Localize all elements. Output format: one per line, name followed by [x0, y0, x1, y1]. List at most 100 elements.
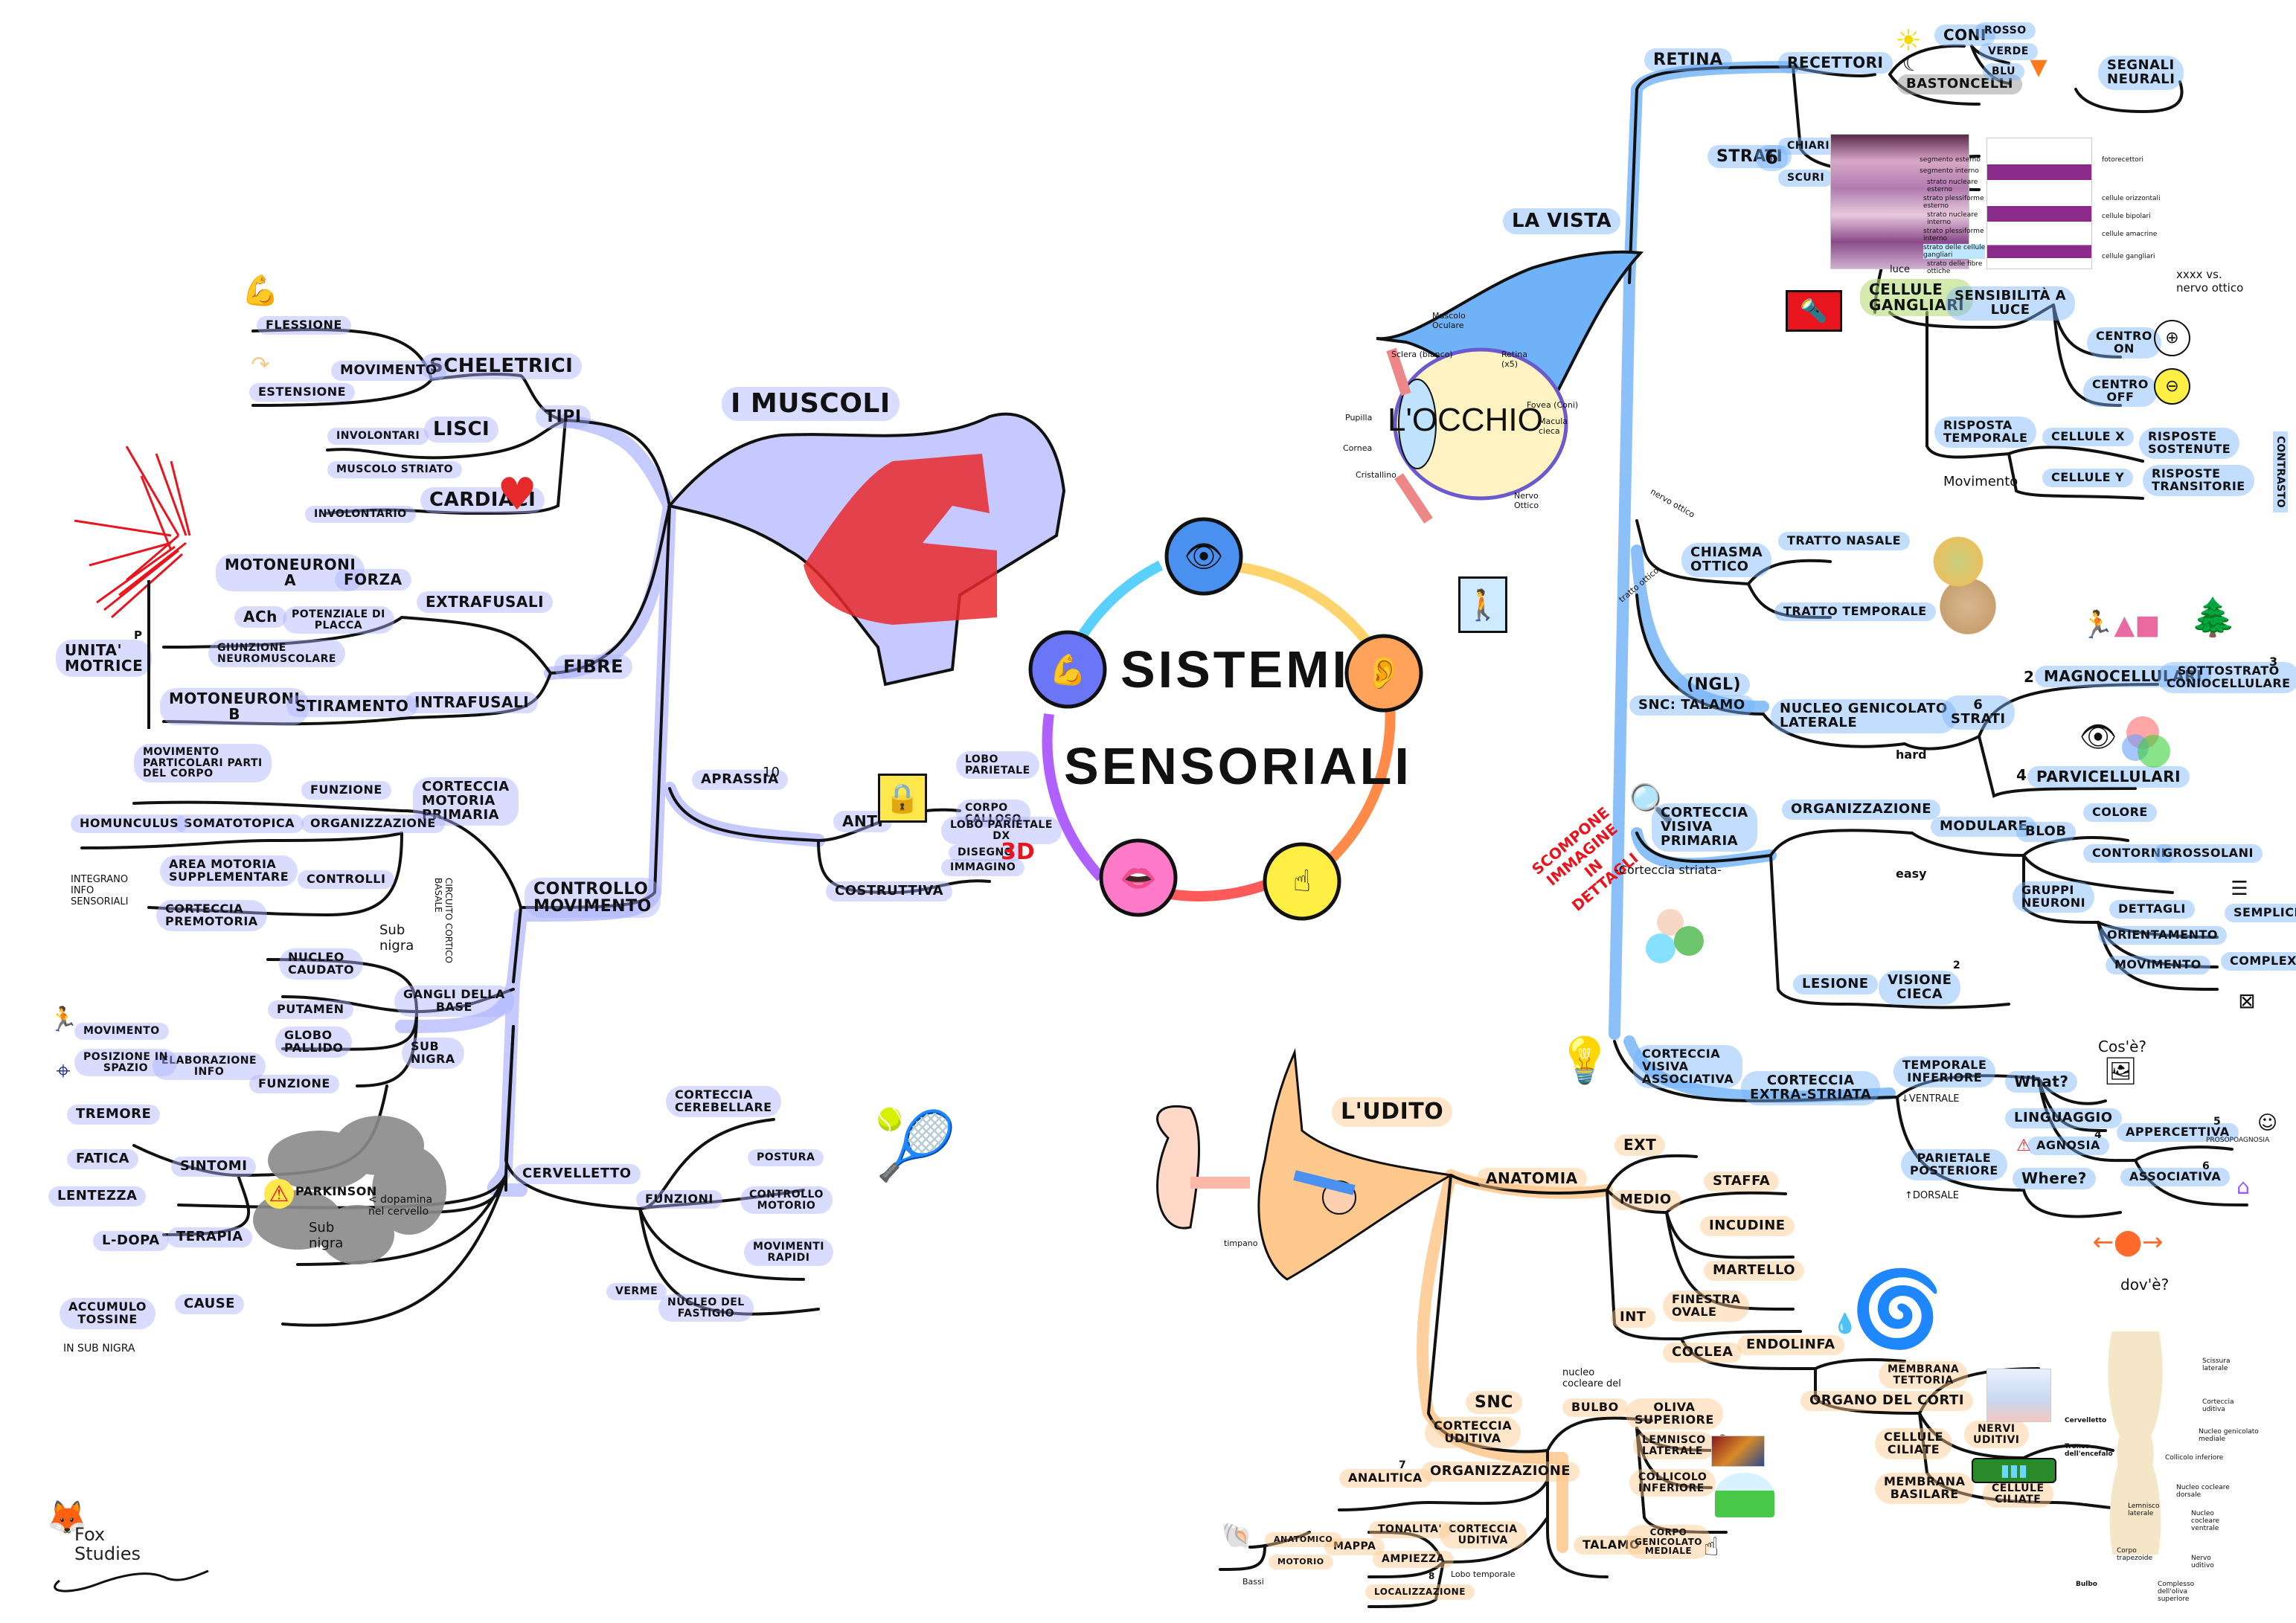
node-cellule-y[interactable]: CELLULE Y: [2042, 469, 2134, 487]
node-oliva-superiore[interactable]: OLIVA SUPERIORE: [1626, 1398, 1723, 1430]
node-homunculus[interactable]: HOMUNCULUS: [71, 814, 188, 833]
node-appercettiva[interactable]: APPERCETTIVA: [2117, 1123, 2239, 1142]
node-corteccia-premotoria[interactable]: CORTECCIA PREMOTORIA: [156, 900, 267, 931]
node-scuri[interactable]: SCURI: [1778, 170, 1834, 187]
node-aprassia[interactable]: APRASSIA: [692, 770, 788, 790]
node-blu[interactable]: BLU: [1983, 63, 2024, 80]
node-colore[interactable]: COLORE: [2083, 803, 2157, 822]
node-postura[interactable]: POSTURA: [748, 1149, 824, 1166]
node-posizione-spazio[interactable]: POSIZIONE in SPAZIO: [74, 1049, 177, 1077]
node-collicolo-inferiore[interactable]: COLLICOLO INFERIORE: [1629, 1469, 1716, 1497]
node-cause[interactable]: CAUSE: [175, 1294, 244, 1314]
node-corteccia-visiva-associativa[interactable]: CORTECCIA VISIVA ASSOCIATIVA: [1633, 1045, 1743, 1089]
node-where[interactable]: Where?: [2013, 1168, 2096, 1189]
node-corteccia-cerebellare[interactable]: CORTECCIA CEREBELLARE: [666, 1086, 781, 1117]
node-corpo-calloso[interactable]: CORPO CALLOSO: [956, 800, 1030, 828]
node-potenziale-placca[interactable]: POTENZIALE di PLACCA: [283, 606, 394, 634]
node-6-strati[interactable]: 6 STRATI: [1942, 695, 2015, 730]
node-rosso[interactable]: ROSSO: [1975, 22, 2036, 39]
node-sintomi[interactable]: SINTOMI: [171, 1157, 257, 1177]
node-magnocellulari[interactable]: MAGNOCELLULARI: [2035, 666, 2211, 687]
node-nucleo-genicolato[interactable]: NUCLEO GENICOLATO LATERALE: [1771, 699, 1957, 733]
node-ext[interactable]: EXT: [1614, 1134, 1666, 1156]
node-ngl[interactable]: (NGL): [1678, 673, 1751, 697]
node-l-dopa[interactable]: L-DOPA: [93, 1231, 169, 1251]
node-lesione[interactable]: LESIONE: [1793, 974, 1878, 994]
node-talamo-udito[interactable]: TALAMO: [1574, 1536, 1649, 1555]
node-endolinfa[interactable]: ENDOLINFA: [1737, 1335, 1844, 1355]
node-grossolani[interactable]: GROSSOLANI: [2154, 844, 2263, 863]
node-corteccia-visiva-primaria[interactable]: CORTECCIA VISIVA PRIMARIA: [1652, 803, 1757, 852]
node-what[interactable]: What?: [2005, 1071, 2078, 1093]
node-elaborazione-info[interactable]: ELABORAZIONE INFO: [153, 1052, 266, 1081]
node-controllo-motorio[interactable]: CONTROLLO MOTORIO: [740, 1186, 833, 1215]
node-nucleo-caudato[interactable]: NUCLEO CAUDATO: [279, 948, 364, 980]
node-analitica[interactable]: ANALITICA: [1339, 1469, 1431, 1488]
node-verde[interactable]: VERDE: [1979, 43, 2038, 60]
node-anatomico[interactable]: ANATOMICO: [1265, 1532, 1342, 1547]
node-temporale-inferiore[interactable]: TEMPORALE INFERIORE: [1893, 1056, 1996, 1087]
node-verme[interactable]: VERME: [606, 1283, 667, 1300]
node-snc-talamo[interactable]: SNC: TALAMO: [1629, 695, 1754, 716]
node-retina[interactable]: RETINA: [1644, 48, 1732, 72]
node-involontario[interactable]: INVOLONTARIO: [305, 506, 416, 523]
node-visione-cieca[interactable]: VISIONE CIECA: [1879, 971, 1961, 1005]
node-risposte-sostenute[interactable]: RISPOSTE SOSTENUTE: [2139, 428, 2240, 459]
node-blob[interactable]: BLOB: [2016, 822, 2076, 842]
node-strati-count[interactable]: 6: [1756, 145, 1788, 172]
node-parvicellulari[interactable]: PARVICELLULARI: [2027, 766, 2190, 788]
node-extra-striata[interactable]: CORTECCIA EXTRA-STRIATA: [1741, 1071, 1881, 1105]
node-controllo-movimento[interactable]: CONTROLLO MOVIMENTO: [525, 878, 661, 919]
node-chiasma-ottico[interactable]: CHIASMA OTTICO: [1681, 543, 1772, 577]
node-controlli[interactable]: CONTROLLI: [298, 870, 395, 889]
node-cellule-x[interactable]: CELLULE X: [2042, 428, 2135, 446]
node-nucleo-fastigio[interactable]: NUCLEO del FASTIGIO: [658, 1294, 754, 1322]
node-fibre[interactable]: FIBRE: [554, 655, 632, 680]
node-tipi[interactable]: TIPI: [536, 405, 591, 429]
node-involontari[interactable]: INVOLONTARI: [327, 428, 429, 445]
node-lobo-parietale[interactable]: LOBO PARIETALE: [956, 751, 1039, 780]
node-lisci[interactable]: LISCI: [424, 417, 499, 443]
node-sottostrato-coniocellulare[interactable]: SOTTOSTRATO CONIOCELLULARE: [2158, 662, 2296, 693]
node-movimento-gangli[interactable]: MOVIMENTO: [74, 1023, 169, 1040]
node-associativa[interactable]: ASSOCIATIVA: [2120, 1168, 2231, 1186]
node-centro-on[interactable]: CENTRO ON: [2087, 327, 2161, 359]
node-int[interactable]: INT: [1611, 1308, 1655, 1328]
node-linguaggio[interactable]: LINGUAGGIO: [2005, 1108, 2122, 1128]
node-extrafusali[interactable]: EXTRAFUSALI: [417, 591, 554, 613]
node-somatotopica[interactable]: SOMATOTOPICA: [175, 814, 304, 833]
node-incudine[interactable]: INCUDINE: [1700, 1216, 1795, 1236]
node-semplici[interactable]: SEMPLICI: [2225, 904, 2296, 922]
node-accumulo-tossine[interactable]: ACCUMULO TOSSINE: [60, 1298, 155, 1329]
node-movimento-visivo[interactable]: MOVIMENTO: [2106, 956, 2210, 974]
node-cellule-gangliari[interactable]: CELLULE GANGLIARI: [1860, 279, 1974, 316]
node-tratto-temporale[interactable]: TRATTO TEMPORALE: [1774, 602, 1936, 621]
node-mappa[interactable]: MAPPA: [1324, 1538, 1385, 1555]
node-muscolo-striato[interactable]: MUSCOLO STRIATO: [327, 461, 463, 478]
node-scheletrici[interactable]: SCHELETRICI: [420, 353, 583, 380]
node-ampiezza[interactable]: AMPIEZZA: [1373, 1551, 1454, 1568]
node-intrafusali[interactable]: INTRAFUSALI: [405, 692, 539, 713]
node-motoneuroni-beta[interactable]: MOTONEURONI β: [160, 688, 310, 725]
node-finestra-ovale[interactable]: FINESTRA OVALE: [1663, 1291, 1750, 1322]
node-chiari[interactable]: CHIARI: [1778, 138, 1839, 155]
node-lobo-parietale-dx[interactable]: LOBO PARIETALE dx: [941, 817, 1062, 845]
node-recettori[interactable]: RECETTORI: [1778, 52, 1893, 74]
node-risposta-temporale[interactable]: RISPOSTA TEMPORALE: [1934, 417, 2037, 448]
node-movimenti-rapidi[interactable]: MOVIMENTI RAPIDI: [744, 1238, 833, 1267]
node-gruppi-neuroni[interactable]: GRUPPI NEURONI: [2013, 881, 2095, 913]
node-medio[interactable]: MEDIO: [1611, 1190, 1681, 1210]
node-forza[interactable]: FORZA: [335, 569, 411, 591]
node-lemnisco-laterale[interactable]: LEMNISCO LATERALE: [1633, 1432, 1715, 1460]
node-motoneuroni-alpha[interactable]: MOTONEURONI α: [216, 554, 365, 591]
node-nervi-uditivi[interactable]: NERVI UDITIVI: [1964, 1421, 2029, 1449]
node-estensione[interactable]: ESTENSIONE: [249, 383, 356, 402]
node-snc-udito[interactable]: SNC: [1466, 1391, 1522, 1415]
node-bulbo[interactable]: BULBO: [1562, 1398, 1628, 1417]
node-unita-motrice[interactable]: UNITA' MOTRICE: [56, 640, 153, 677]
node-putamen[interactable]: PUTAMEN: [268, 1000, 353, 1019]
node-organizzazione[interactable]: ORGANIZZAZIONE: [301, 814, 445, 833]
node-fatica[interactable]: FATICA: [67, 1149, 138, 1169]
node-immagino[interactable]: IMMAGINO: [941, 859, 1025, 876]
node-complex[interactable]: COMPLEX: [2221, 952, 2296, 971]
